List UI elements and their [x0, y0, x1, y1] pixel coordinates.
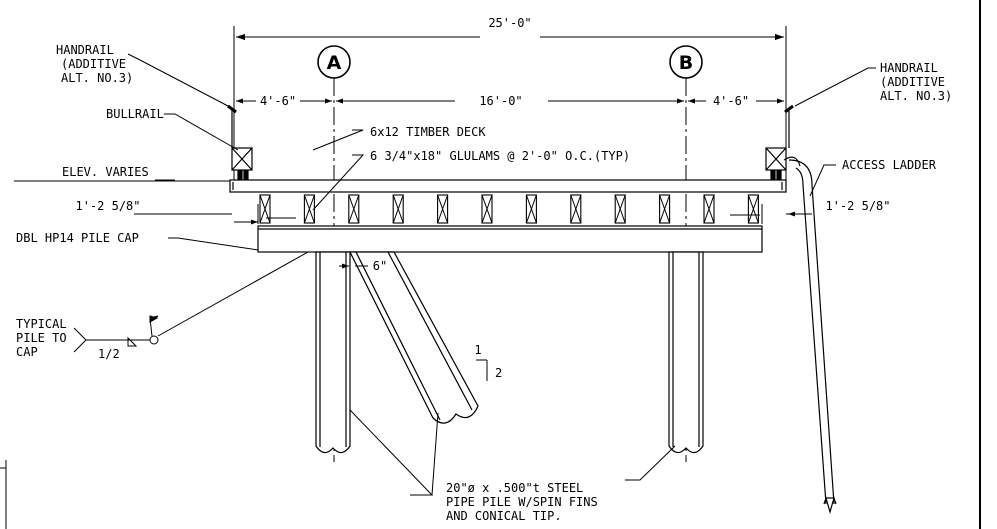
weld-note-line-2: PILE TO [16, 331, 67, 345]
right-offset-dimension: 4'-6" [713, 94, 749, 108]
cap-overhang-right-dimension: 1'-2 5/8" [825, 199, 890, 213]
pile-left [315, 251, 351, 454]
handrail-left-label-2: (ADDITIVE [61, 57, 126, 71]
glulam-beam [481, 194, 493, 224]
pipe-pile-label-3: AND CONICAL TIP. [446, 509, 562, 523]
bullrail-left [231, 147, 253, 180]
bullrail-right [765, 147, 787, 180]
gridline-b-label: B [679, 52, 693, 74]
pile-right [668, 251, 704, 454]
glulam-beam [392, 194, 404, 224]
cap-overhang-dimensions [134, 204, 812, 225]
pipe-pile-label-2: PIPE PILE W/SPIN FINS [446, 495, 598, 509]
glulam-beam [570, 194, 582, 224]
weld-note-line-3: CAP [16, 345, 38, 359]
pile-battered [349, 251, 479, 424]
overall-dimension-label: 25'-0" [488, 16, 531, 30]
glulam-beam [614, 194, 626, 224]
elevation-label: ELEV. VARIES [62, 165, 149, 179]
overall-dimension [233, 26, 787, 192]
bullrail-label: BULLRAIL [106, 107, 164, 121]
pile-cap-label: DBL HP14 PILE CAP [16, 231, 139, 245]
handrail-right-label-2: (ADDITIVE [880, 75, 945, 89]
handrail-right-label-3: ALT. NO.3) [880, 89, 952, 103]
handrail-right [784, 104, 794, 148]
cap-overhang-left-dimension: 1'-2 5/8" [75, 199, 140, 213]
glulam-beam [659, 194, 671, 224]
access-ladder-label: ACCESS LADDER [842, 158, 937, 172]
annotation-leaders [127, 53, 876, 496]
pipe-pile-label-1: 20"ø x .500"t STEEL [446, 481, 583, 495]
gridline-a-label: A [327, 52, 342, 74]
weld-symbol [73, 251, 309, 353]
timber-deck [14, 179, 787, 193]
batter-slope-rise: 1 [474, 343, 481, 357]
batter-slope-run: 2 [495, 366, 502, 380]
glulam-beam [348, 194, 360, 224]
glulam-beams [259, 194, 759, 224]
left-offset-dimension: 4'-6" [260, 94, 296, 108]
handrail-right-label-1: HANDRAIL [880, 61, 938, 75]
weld-size-label: 1/2 [98, 347, 120, 361]
batter-offset-label: 6" [373, 259, 387, 273]
access-ladder [783, 156, 837, 515]
glulam-beam [303, 194, 315, 224]
center-span-dimension: 16'-0" [479, 94, 522, 108]
glulam-beam [747, 194, 759, 224]
handrail-left [227, 104, 237, 148]
glulam-beam [437, 194, 449, 224]
weld-note-line-1: TYPICAL [16, 317, 67, 331]
glulam-label: 6 3/4"x18" GLULAMS @ 2'-0" O.C.(TYP) [370, 149, 630, 163]
gridline-b: B [669, 45, 703, 462]
handrail-left-label-3: ALT. NO.3) [61, 71, 133, 85]
pile-cap [257, 225, 763, 253]
handrail-left-label-1: HANDRAIL [56, 43, 114, 57]
batter-slope-symbol [476, 359, 488, 381]
timber-deck-label: 6x12 TIMBER DECK [370, 125, 486, 139]
glulam-beam [259, 194, 271, 224]
glulam-beam [703, 194, 715, 224]
glulam-beam [525, 194, 537, 224]
